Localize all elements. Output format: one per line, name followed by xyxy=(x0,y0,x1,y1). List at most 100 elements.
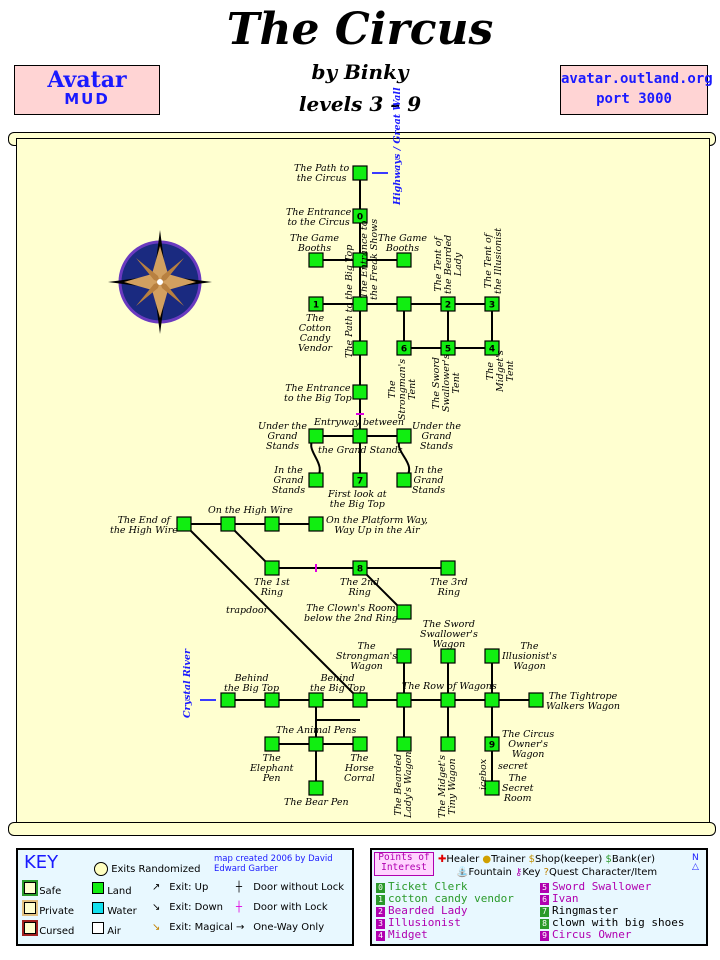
room-label-under-w: Under the Grand Stands xyxy=(258,421,307,452)
room-label-entryway: Entryway between xyxy=(314,417,404,428)
poi-number-badge: 3 xyxy=(376,919,385,929)
poi-entry-text: Illusionist xyxy=(388,916,461,929)
key-exit-up: ↗ Exit: Up xyxy=(152,882,208,893)
room-label-end-wire: The End of the High Wire xyxy=(110,515,178,536)
map-room xyxy=(440,648,456,664)
room-label-midget-tent: The Midget's Tent xyxy=(485,350,516,392)
room-label-sword-wagon: The Sword Swallower's Wagon xyxy=(420,619,478,650)
edge-label-west: Crystal River xyxy=(182,648,193,718)
room-label-ring2: The 2nd Ring xyxy=(340,577,380,598)
map-room xyxy=(176,516,192,532)
map-room xyxy=(352,472,368,488)
map-room xyxy=(308,692,324,708)
poi-entry-text: Bearded Lady xyxy=(388,904,468,917)
safe-box-icon xyxy=(22,880,38,896)
room-label-bearded-wagon: The Bearded Lady's Wagon xyxy=(393,751,414,818)
map-room xyxy=(352,736,368,752)
map-room xyxy=(440,340,456,356)
map-room xyxy=(352,252,368,268)
map-room xyxy=(308,736,324,752)
map-room xyxy=(396,604,412,620)
room-number: 0 xyxy=(357,213,363,223)
map-room xyxy=(308,516,324,532)
room-label-in-e: In the Grand Stands xyxy=(412,465,446,496)
key-title: KEY xyxy=(24,852,59,873)
exit-down-icon: ↘ xyxy=(152,902,161,913)
poi-number-badge: 9 xyxy=(540,931,549,941)
key-credit: map created 2006 by David Edward Garber xyxy=(214,854,333,874)
room-label-ring1: The 1st Ring xyxy=(254,577,290,598)
map-room xyxy=(308,428,324,444)
key-exit-down-label: Exit: Down xyxy=(169,902,224,913)
key-icon: ⚷ xyxy=(515,867,523,878)
north-icon: N△ xyxy=(692,853,699,872)
map-levels: levels 3 – 9 xyxy=(298,92,422,116)
room-label-game-booths-e: The Game Booths xyxy=(378,233,427,254)
map-room xyxy=(528,692,544,708)
poi-entry-text: Sword Swallower xyxy=(552,880,652,893)
poi-healer: Healer xyxy=(446,854,480,865)
map-room xyxy=(220,692,236,708)
map-key-panel: KEY Exits Randomized map created 2006 by… xyxy=(16,848,354,946)
key-exit-up-label: Exit: Up xyxy=(169,882,209,893)
poi-number-badge: 2 xyxy=(376,907,385,917)
door-no-lock-icon: ┼ xyxy=(236,882,243,893)
room-number: 6 xyxy=(401,345,407,355)
room-label-first-look: First look at the Big Top xyxy=(328,489,387,510)
map-room xyxy=(440,736,456,752)
room-number: 5 xyxy=(445,345,451,355)
key-water-label: Water xyxy=(107,906,137,917)
poi-quest: Quest Character/Item xyxy=(548,867,658,878)
map-room xyxy=(220,516,236,532)
poi-number-badge: 1 xyxy=(376,895,385,905)
room-label-secret: secret xyxy=(498,761,528,772)
poi-entry-text: cotton candy vendor xyxy=(388,892,514,905)
key-randomized: Exits Randomized xyxy=(94,862,200,876)
room-label-platform: On the Platform Way, Way Up in the Air xyxy=(326,515,428,536)
key-exit-magical: ↘ Exit: Magical xyxy=(152,922,233,933)
poi-shop: Shop(keeper) xyxy=(534,854,603,865)
map-room xyxy=(264,692,280,708)
map-room xyxy=(484,736,500,752)
key-water: Water xyxy=(92,902,137,917)
room-label-horse: The Horse Corral xyxy=(344,753,375,784)
bank-icon: $ xyxy=(605,854,612,865)
poi-legend-row1: ✚Healer ●Trainer $Shop(keeper) $Bank(er) xyxy=(438,854,655,865)
room-label-strongman-wagon: The Strongman's Wagon xyxy=(336,641,398,672)
map-room xyxy=(396,340,412,356)
map-room xyxy=(440,560,456,576)
poi-key: Key xyxy=(522,867,541,878)
map-room xyxy=(264,736,280,752)
room-label-grand-stands: the Grand Stands xyxy=(318,445,403,456)
map-room xyxy=(308,252,324,268)
cursed-box-icon xyxy=(22,920,38,936)
poi-fountain: Fountain xyxy=(468,867,512,878)
room-label-entrance-freak: The Entrance to the Freak Shows xyxy=(359,218,380,300)
room-label-path-big-top: The Path to the Big Top xyxy=(344,245,355,358)
room-label-behind-w: Behind the Big Top xyxy=(224,673,280,694)
water-box-icon xyxy=(92,902,104,914)
room-label-sword-tent: The Sword Swallower's Tent xyxy=(431,354,462,412)
poi-entry-text: Ringmaster xyxy=(552,904,619,917)
room-label-cotton-candy: The Cotton Candy Vendor xyxy=(298,313,333,354)
poi-legend-row2: ⛲Fountain ⚷Key ?Quest Character/Item xyxy=(456,867,657,878)
room-label-secret-room: The Secret Room xyxy=(502,773,534,804)
map-room xyxy=(396,296,412,312)
room-number: 4 xyxy=(489,345,495,355)
room-label-tent-illusionist: The Tent of the Illusionist xyxy=(483,227,504,294)
map-room xyxy=(484,780,500,796)
room-number: 1 xyxy=(313,301,319,311)
map-room xyxy=(396,736,412,752)
points-of-interest-panel: Points of Interest ✚Healer ●Trainer $Sho… xyxy=(370,848,708,946)
key-cursed: Cursed xyxy=(22,920,74,937)
exit-magical-icon: ↘ xyxy=(152,922,161,933)
room-label-illusionist-wagon: The Illusionist's Wagon xyxy=(502,641,557,672)
map-room xyxy=(352,692,368,708)
